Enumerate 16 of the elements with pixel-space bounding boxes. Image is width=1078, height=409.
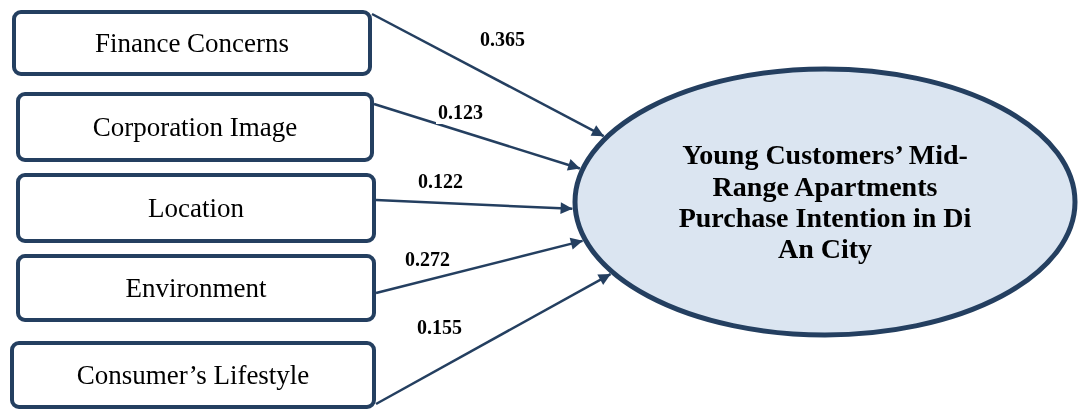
factor-box xyxy=(16,173,376,243)
arrow xyxy=(373,102,581,171)
factor-label: Environment xyxy=(125,272,267,304)
factor-label: Location xyxy=(148,192,244,224)
outcome-label: Young Customers’ Mid-Range Apartments Purchase Intention in Di An City xyxy=(677,139,973,265)
arrow xyxy=(375,198,573,215)
factor-box xyxy=(16,92,374,162)
arrow xyxy=(375,237,583,295)
factor-label: Corporation Image xyxy=(92,111,298,143)
factor-label: Finance Concerns xyxy=(94,27,290,59)
factor-label: Consumer’s Lifestyle xyxy=(76,359,310,391)
factor-box xyxy=(16,254,376,322)
arrow xyxy=(375,273,612,406)
factor-box xyxy=(12,10,372,76)
arrow xyxy=(371,12,605,138)
factor-box xyxy=(10,341,376,409)
